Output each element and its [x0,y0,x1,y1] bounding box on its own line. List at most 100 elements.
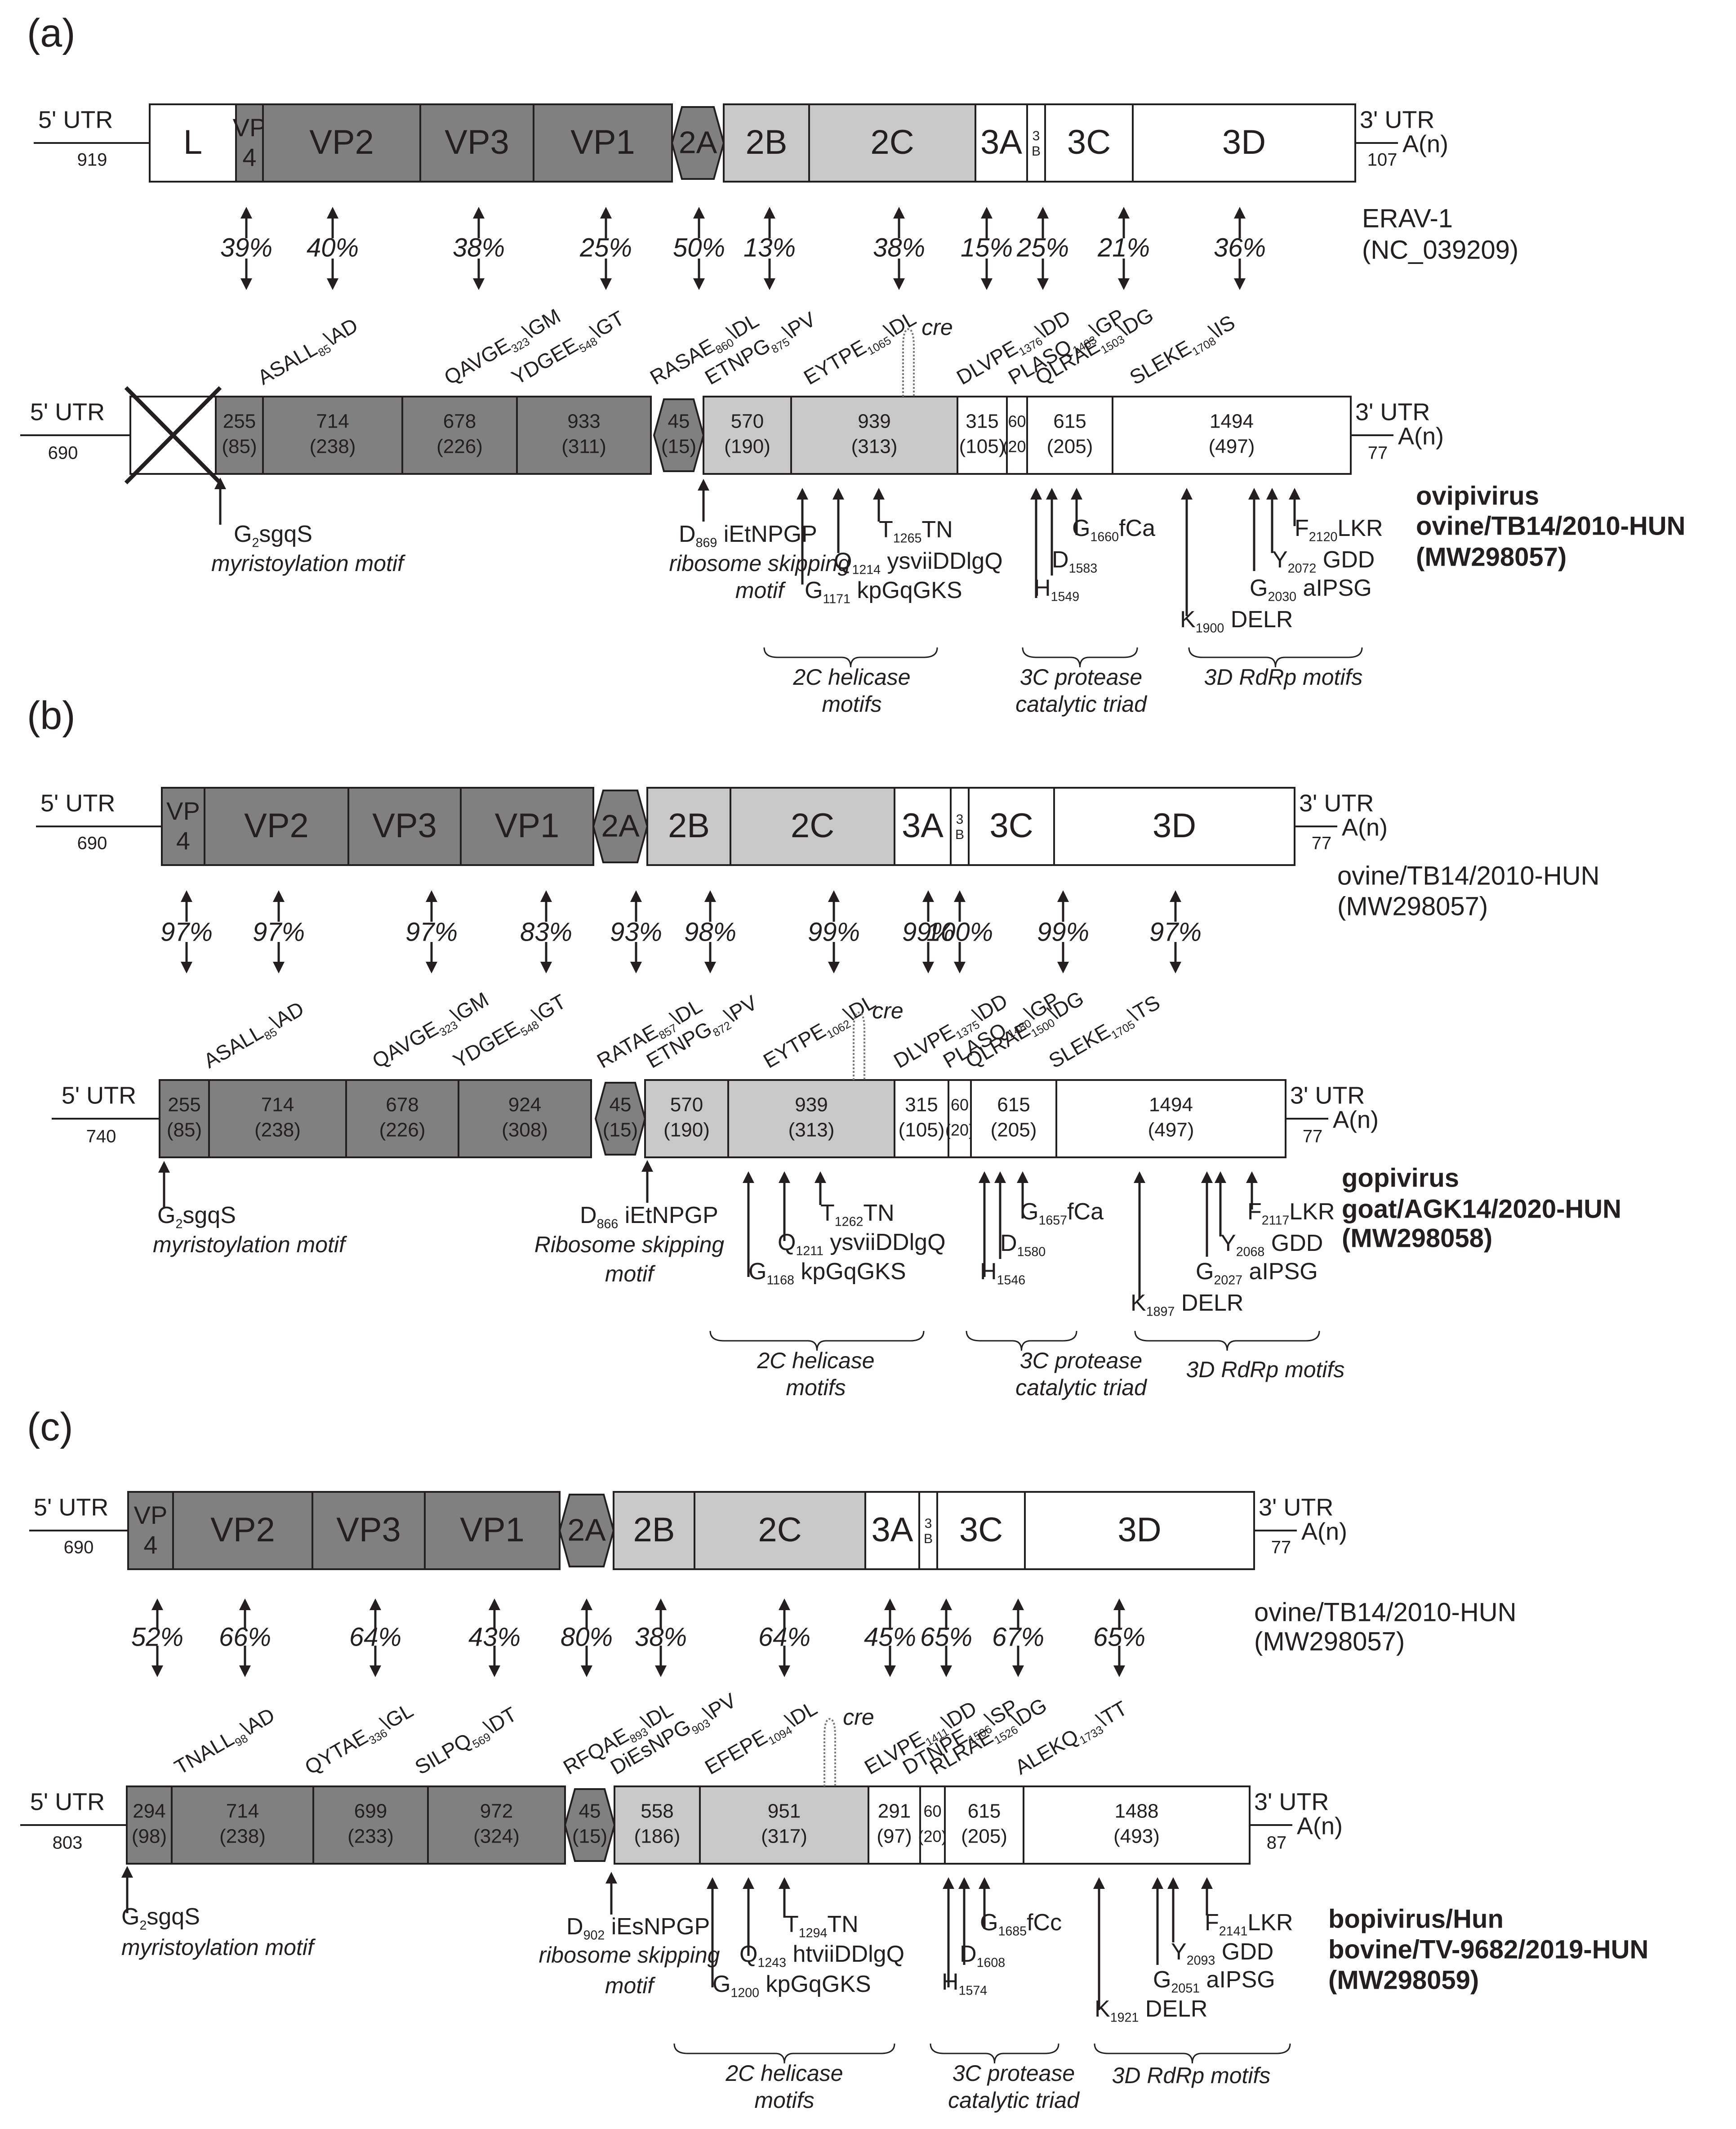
identity-arrow-down-head-8 [940,1665,952,1677]
top-segment-label-line2: 4 [176,826,190,855]
cre-label: cre [921,315,953,340]
identity-percent: 65% [920,1622,972,1651]
segment-length-nt: 951 [768,1800,801,1822]
top-segment-label: 2C [791,807,834,845]
segment-length-nt: 972 [480,1800,513,1822]
identity-arrow-down-head-9 [1012,1665,1024,1677]
ribosome-skipping-caption: Ribosome skipping [534,1232,725,1257]
top-segment-label: 3 [1033,129,1040,143]
top-segment-label-line2: 4 [143,1531,157,1559]
helicase-motif: G1168 kpGqGKS [748,1259,906,1287]
protease-residue: D1580 [1000,1230,1046,1259]
top-3utr-label: 3' UTR [1360,106,1434,133]
identity-percent: 21% [1097,233,1150,262]
identity-arrow-down-head-1 [327,278,338,290]
bottom-segment-7 [868,1785,921,1865]
top-segment-2 [262,103,421,183]
segment-length-aa: (226) [379,1119,426,1141]
myristoylation-site: G2sgqS [121,1904,200,1933]
top-segment-10 [1024,1491,1255,1570]
identity-percent: 15% [961,233,1013,262]
panel-label: (a) [27,10,76,55]
rdrp-motif-arrow-1-head [1215,1171,1226,1183]
identity-arrow-down-head-5 [764,278,775,290]
helicase-brace [763,647,938,668]
myristoylation-caption: myristoylation motif [211,551,406,576]
bottom-genome-name: (MW298059) [1328,1965,1479,1995]
helicase-motif-arrow-0-head [707,1877,718,1889]
helicase-brace [709,1330,925,1351]
identity-arrow-down-head-1 [239,1665,251,1677]
top-segment-label: 3D [1222,123,1266,161]
top-3utr-length: 77 [1271,1538,1291,1558]
rdrp-motif: K1897 DELR [1131,1290,1243,1319]
protease-residue-subscript: 1546 [997,1273,1026,1287]
identity-arrow-down-head-3 [489,1665,500,1677]
myristoylation-arrow-head [158,1161,170,1173]
bottom-3utr-label: 3' UTR [1254,1788,1329,1815]
identity-arrow-up-0-head [240,207,252,219]
identity-percent: 64% [758,1622,810,1651]
top-segment-label: VP3 [445,123,509,161]
identity-arrow-up-7-head [981,207,993,219]
segment-length-aa: (105) [899,1119,945,1141]
helicase-motif-rest: kpGqGKS [759,1971,871,1997]
protease-residue-main: G [1072,515,1090,541]
top-segment-label: 2A [567,1512,606,1547]
segment-length-aa: (98) [132,1825,167,1848]
top-genome-name: ovine/TB14/2010-HUN [1337,861,1600,890]
bottom-genome-name: bopivirus/Hun [1328,1904,1504,1933]
identity-arrow-up-3-head [540,890,552,902]
top-segment-6 [694,1491,866,1570]
helicase-brace-label: motifs [822,692,881,717]
protease-triad-arrow-1-head [958,1877,970,1889]
identity-percent: 67% [992,1622,1044,1651]
bottom-5utr-label: 5' UTR [62,1082,136,1109]
protease-residue-rest: fCa [1067,1199,1104,1225]
rdrp-motif: Y2093 GDD [1171,1939,1273,1968]
protease-brace-label: 3C protease [1020,665,1142,690]
ribosome-skipping-site-rest: iEtNPGP [717,521,817,547]
segment-length-nt: 1488 [1115,1800,1159,1822]
top-genome-name: ERAV-1 [1362,204,1453,233]
helicase-brace [673,2043,895,2064]
top-segment-label: 2B [746,123,788,161]
segment-length-aa: (317) [761,1825,807,1848]
cleavage-site: ASALL85\AD [254,313,363,392]
rdrp-motif-main: K [1095,1996,1110,2022]
identity-arrow-down-head-2 [473,278,485,290]
identity-arrow-up-8-head [940,1598,952,1610]
top-3utr-label: 3' UTR [1299,790,1374,817]
helicase-motif-main: G [712,1971,730,1997]
top-segment-9 [936,1491,1026,1570]
identity-arrow-up-8-head [954,890,966,902]
bottom-5utr-length: 740 [86,1127,116,1147]
helicase-motif-main: Q [739,1941,757,1967]
bottom-3utr-label: 3' UTR [1355,398,1430,425]
top-genome-name: (NC_039209) [1362,235,1518,264]
segment-length-aa: (313) [788,1119,835,1141]
protease-brace [930,2043,1059,2064]
cleavage-site-main: SLEKE [1126,335,1195,389]
segment-length-nt: 60 [1008,412,1026,431]
helicase-motif-rest: TN [921,517,953,543]
cre-stem-loop [823,1718,836,1786]
ribosome-skipping-site-subscript: 866 [597,1217,619,1231]
helicase-motif-subscript: 1171 [823,592,850,606]
bottom-segment-7 [790,396,958,475]
top-segment-label: VP2 [244,807,309,845]
identity-arrow-down-head-8 [954,962,966,973]
top-segment-label: 3A [902,807,944,845]
helicase-motif: Q1214 ysviiDDlgQ [834,548,1003,577]
myristoylation-caption: myristoylation motif [153,1232,347,1257]
identity-arrow-down-head-6 [779,1665,790,1677]
top-segment-label: 2B [633,1511,675,1549]
segment-length-aa: (15) [603,1119,638,1141]
helicase-motif-subscript: 1265 [893,531,922,545]
top-segment-6 [723,103,810,183]
top-segment-label: VP3 [372,807,437,845]
cleavage-site-main: TNALL [170,1727,238,1779]
bottom-5utr-length: 803 [53,1833,83,1853]
rdrp-motif-rest: GDD [1215,1939,1273,1965]
identity-arrow-down-head-2 [369,1665,381,1677]
